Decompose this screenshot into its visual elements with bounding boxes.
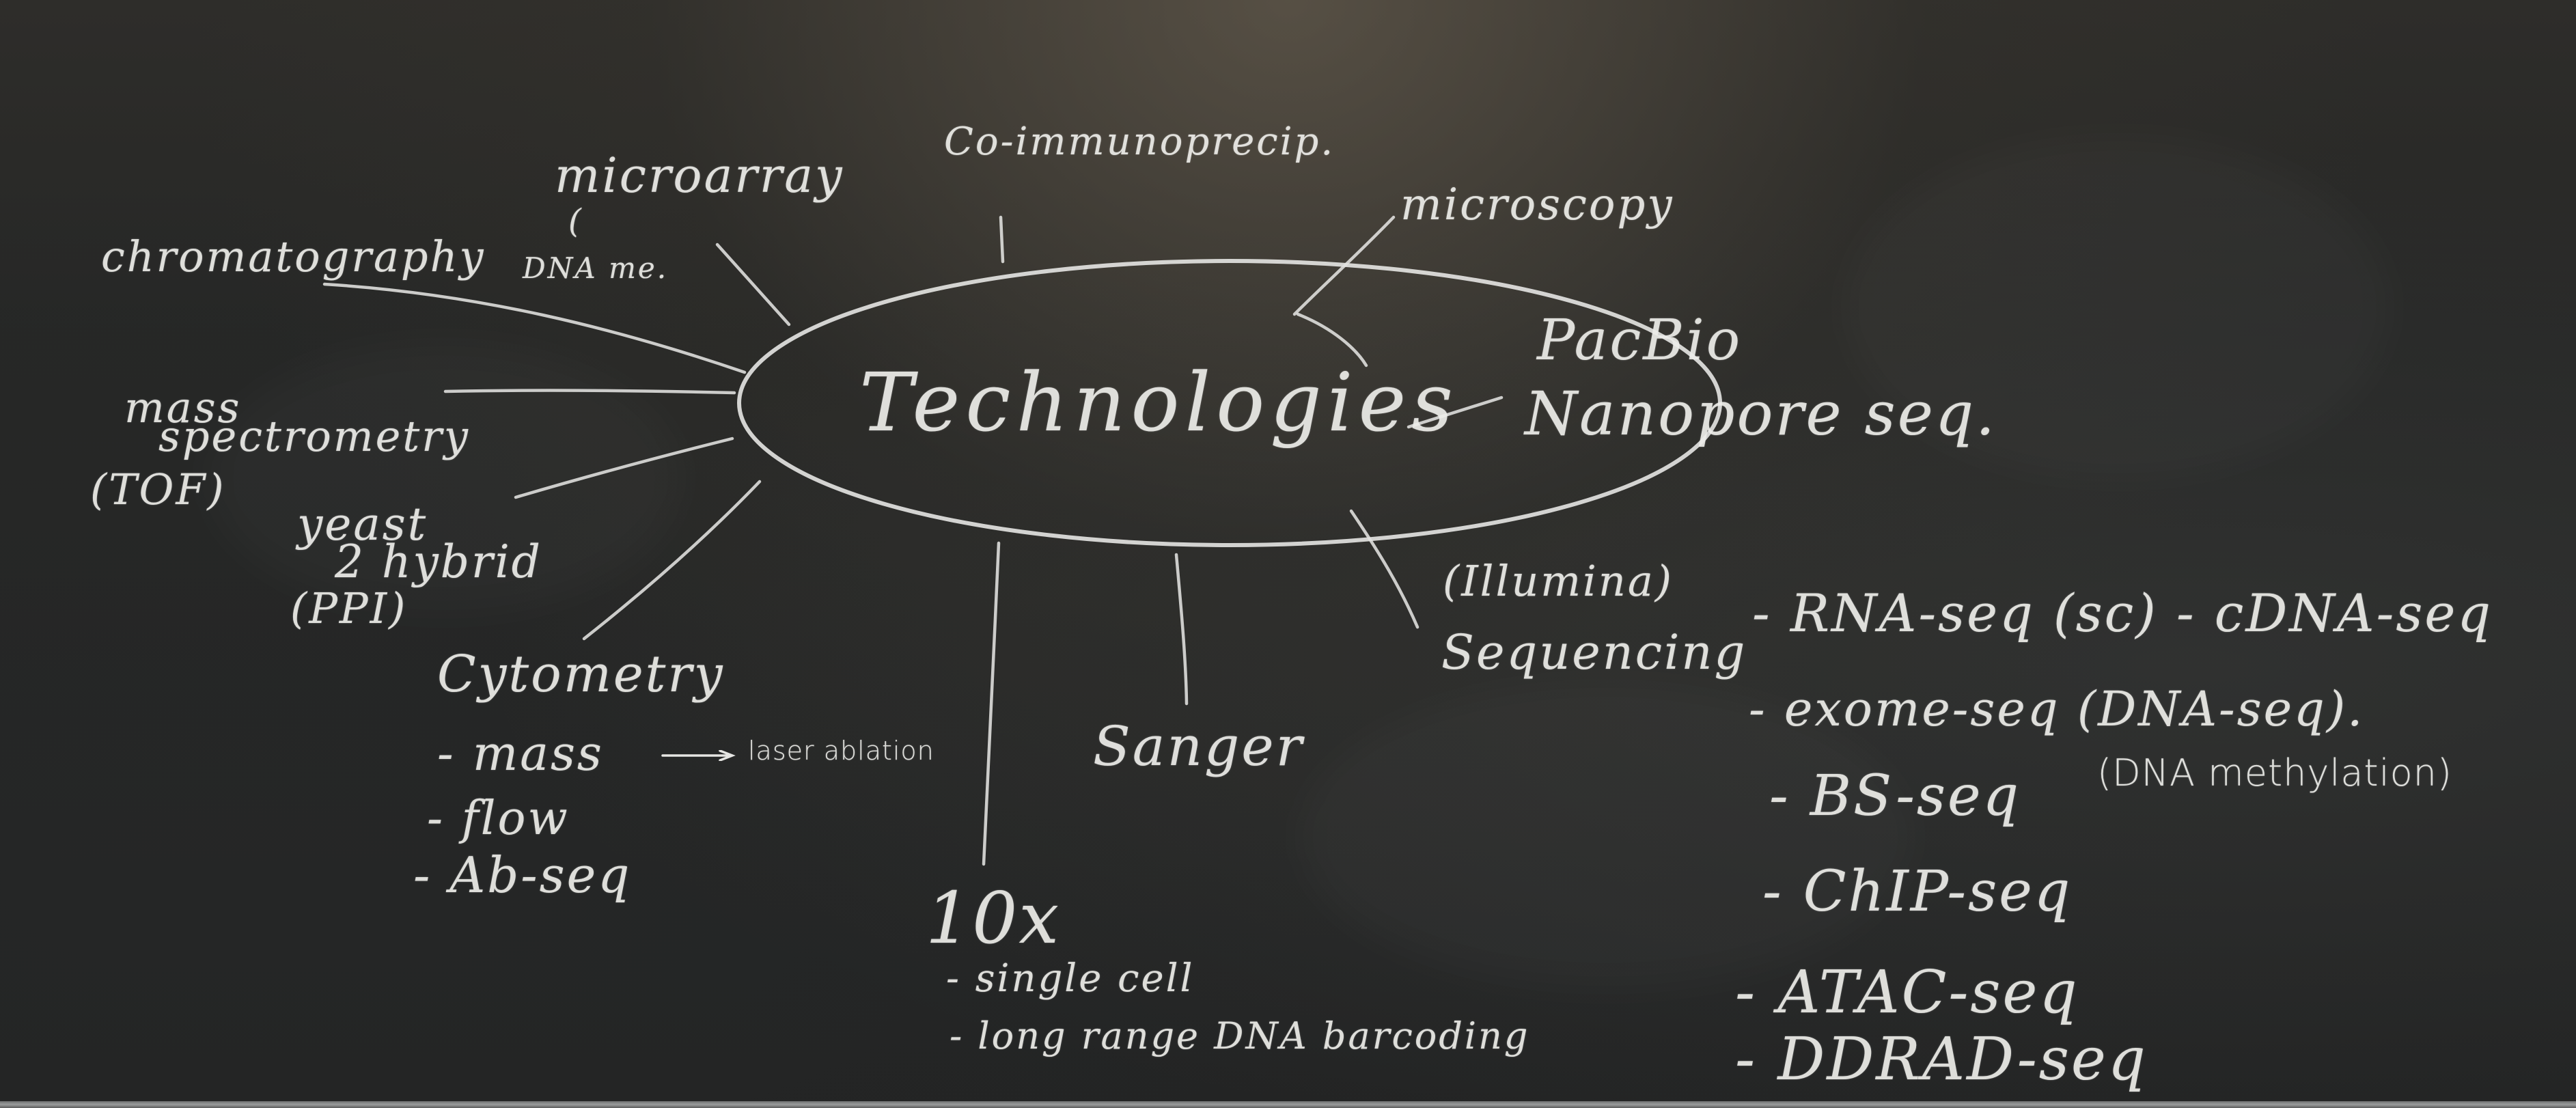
chalk-tray	[0, 1101, 2576, 1108]
line-microarray	[715, 243, 791, 327]
node-illumina: (Illumina)	[1443, 556, 1674, 606]
line-yeast	[514, 437, 734, 499]
line-10x	[982, 541, 1001, 866]
cytometry-mass: - mass	[437, 725, 604, 781]
seq-atac: - ATAC-seq	[1735, 958, 2079, 1027]
center-ellipse	[737, 259, 1722, 547]
tenx-single-cell: - single cell	[946, 956, 1195, 1001]
center-title: Technologies	[859, 355, 1458, 449]
line-pacbio	[1407, 396, 1504, 429]
cytometry-flow: - flow	[427, 792, 570, 846]
node-pacbio: PacBio	[1537, 308, 1743, 373]
node-mass-spec-3: (TOF)	[90, 465, 226, 514]
node-10x: 10x	[926, 876, 1060, 960]
node-chromatography: chromatography	[101, 232, 486, 281]
seq-exome: - exome-seq (DNA-seq).	[1749, 681, 2365, 737]
node-yeast-2: 2 hybrid	[335, 536, 542, 588]
node-sequencing: Sequencing	[1441, 624, 1747, 680]
node-cytometry: Cytometry	[437, 645, 725, 704]
tenx-long-range: - long range DNA barcoding	[950, 1014, 1530, 1057]
node-coip: Co-immunoprecip.	[944, 120, 1335, 164]
seq-rna: - RNA-seq (sc) - cDNA-seq	[1752, 583, 2493, 643]
seq-ddrad: - DDRAD-seq	[1735, 1025, 2148, 1094]
line-chromatography	[322, 282, 747, 374]
cytometry-laser: laser ablation	[748, 736, 934, 766]
node-nanopore: Nanopore seq.	[1525, 378, 1997, 449]
node-yeast-3: (PPI)	[290, 583, 408, 633]
microarray-paren: (	[568, 202, 583, 240]
line-cytometry	[582, 480, 762, 641]
arrow-icon	[661, 750, 736, 761]
seq-bs: - BS-seq	[1769, 764, 2021, 829]
node-microscopy: microscopy	[1400, 180, 1674, 230]
line-microscopy-tick	[1296, 312, 1368, 368]
seq-chip: - ChIP-seq	[1762, 859, 2073, 924]
line-sequencing	[1349, 509, 1419, 629]
node-sanger: Sanger	[1093, 715, 1304, 778]
line-sanger	[1174, 553, 1189, 706]
line-coip	[999, 215, 1005, 264]
line-microscopy	[1292, 215, 1396, 316]
seq-bs-note: (DNA methylation)	[2097, 751, 2452, 794]
node-mass-spec-2: spectrometry	[158, 411, 470, 461]
node-yeast-1: yeast	[297, 498, 428, 551]
node-dna-me: DNA me.	[523, 251, 669, 285]
node-microarray: microarray	[555, 148, 844, 204]
line-mass-spec	[443, 389, 736, 395]
cytometry-abseq: - Ab-seq	[413, 846, 632, 904]
node-mass-spec-1: mass	[124, 383, 242, 432]
